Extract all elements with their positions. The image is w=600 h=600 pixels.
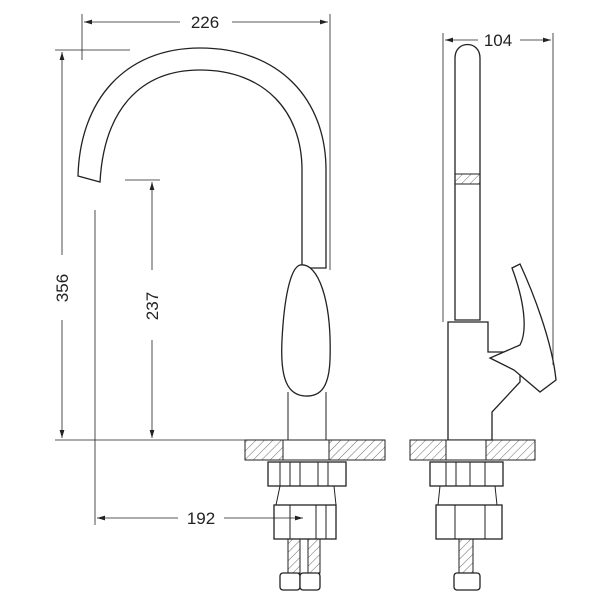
dim-side-depth: 104 xyxy=(484,31,512,50)
hose-side xyxy=(458,538,474,574)
lever-side xyxy=(488,263,557,393)
side-view xyxy=(409,43,557,591)
spout xyxy=(77,47,327,269)
dim-total-height: 356 xyxy=(53,274,72,302)
lever-handle xyxy=(281,264,331,397)
dimension-lines xyxy=(55,14,554,525)
dim-spout-clearance: 237 xyxy=(143,292,162,320)
hose-right xyxy=(307,538,321,574)
body-side xyxy=(447,321,521,441)
hose-nut-right xyxy=(299,572,321,591)
hose-nut-left xyxy=(279,572,301,591)
shank-nut xyxy=(273,504,337,540)
lock-nut-side xyxy=(429,461,504,487)
front-view xyxy=(77,47,386,591)
hose-nut-side xyxy=(453,572,481,591)
dim-spout-reach: 192 xyxy=(187,509,215,528)
lock-nut xyxy=(267,461,347,487)
dim-total-reach: 226 xyxy=(191,13,219,32)
shank-nut-side xyxy=(435,504,503,540)
hose-left xyxy=(287,538,301,574)
